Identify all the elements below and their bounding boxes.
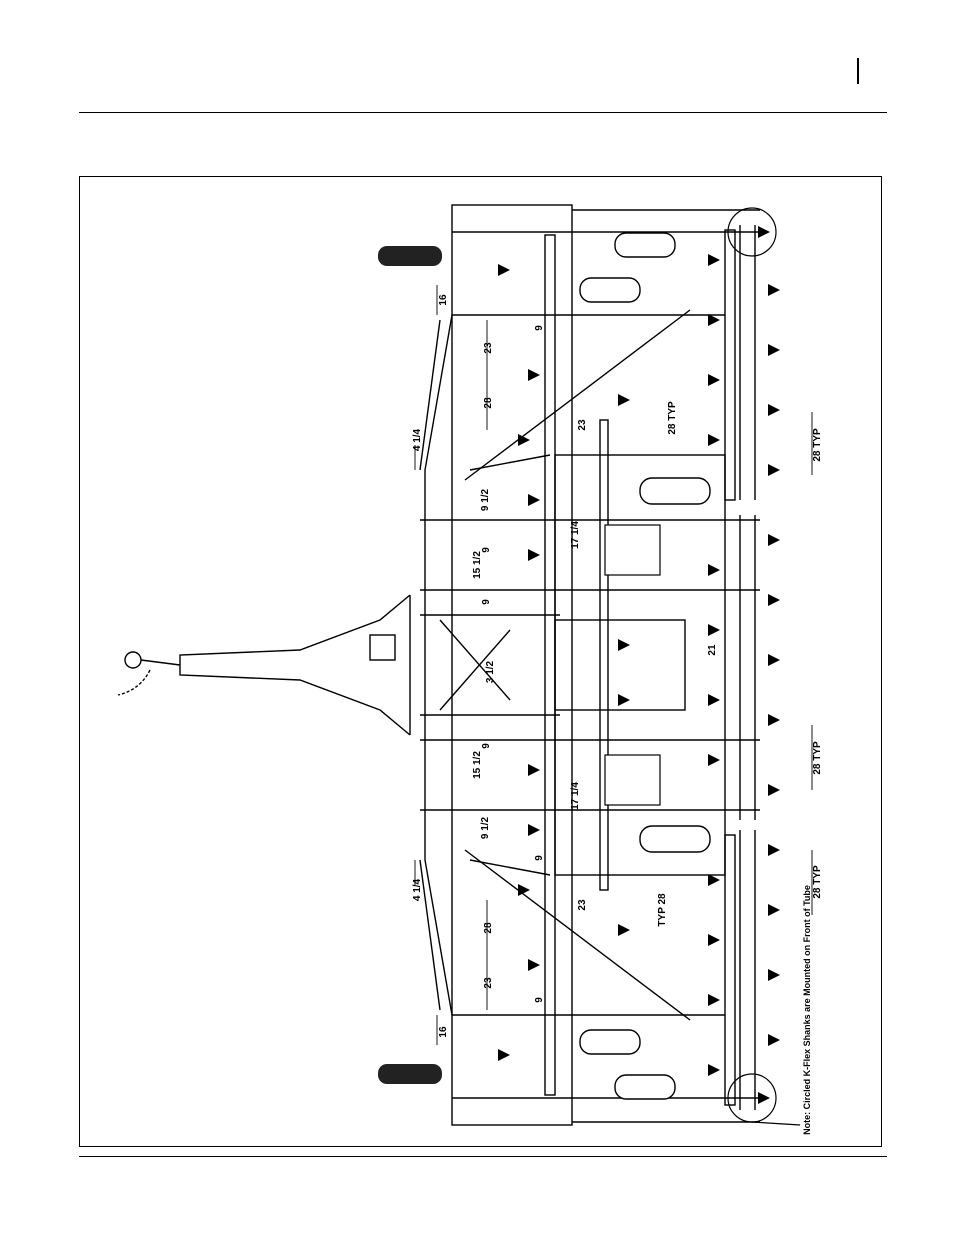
dim-inner-8: TYP 28	[657, 893, 668, 927]
dim-bottom-1: 28 TYP	[812, 428, 823, 462]
wheels	[378, 233, 710, 1099]
dim-inner-9: 23	[577, 899, 588, 911]
dim-top-10: 15 1/2	[472, 751, 483, 779]
dimension-lines	[415, 285, 812, 1045]
dim-inner-2: 23	[577, 419, 588, 431]
dim-inner-7: 9	[534, 855, 545, 861]
dim-top-2: 23	[483, 342, 494, 354]
main-tube	[545, 235, 555, 1095]
dim-top-7: 9	[481, 599, 492, 605]
dim-bottom-3: 28 TYP	[812, 865, 823, 899]
hitch-tongue	[180, 595, 410, 735]
dim-inner-1: 9	[534, 325, 545, 331]
dim-top-4: 4 1/4	[412, 428, 423, 451]
dim-top-5: 9 1/2	[480, 488, 491, 511]
dim-top-8: 3 1/2	[485, 660, 496, 683]
circled-shanks	[728, 208, 800, 1125]
dim-top-3: 28	[483, 397, 494, 409]
dim-bottom-2: 28 TYP	[812, 741, 823, 775]
frame-outer	[452, 205, 572, 1125]
dim-top-1: 16	[438, 294, 449, 306]
dim-top-6: 15 1/2	[472, 551, 483, 579]
dim-inner-4: 17 1/4	[570, 521, 581, 549]
dim-inner-3: 28 TYP	[667, 401, 678, 435]
dim-top-13: 28	[483, 922, 494, 934]
dim-top-9: 9	[481, 743, 492, 749]
dim-inner-5: 9	[481, 547, 492, 553]
dim-top-11: 9 1/2	[480, 816, 491, 839]
shank-markers	[498, 226, 780, 1104]
dim-inner-6: 17 1/4	[570, 782, 581, 810]
dim-center: 21	[707, 644, 718, 656]
dim-top-15: 16	[438, 1026, 449, 1038]
shank-note: Note: Circled K-Flex Shanks are Mounted …	[802, 885, 812, 1135]
dim-top-14: 23	[483, 977, 494, 989]
dim-top-12: 4 1/4	[412, 878, 423, 901]
dim-inner-10: 9	[534, 997, 545, 1003]
